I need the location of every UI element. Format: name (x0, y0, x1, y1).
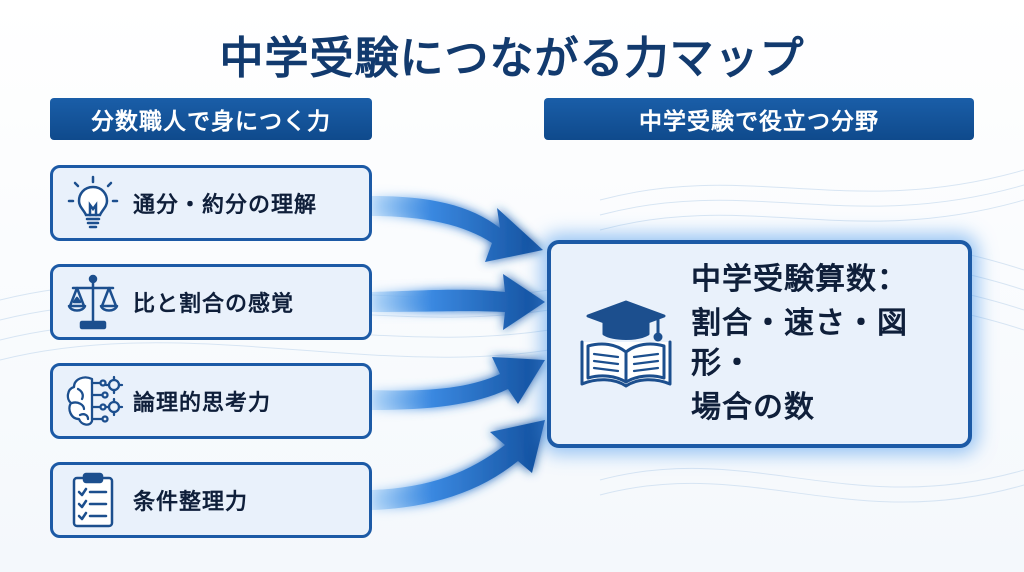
skill-label: 条件整理力 (133, 490, 249, 515)
target-line-1: 中学受験算数： (691, 262, 908, 297)
brain-gear-icon (53, 365, 133, 437)
arrow-2 (372, 274, 545, 330)
lightbulb-icon (53, 167, 133, 239)
skill-label: 論理的思考力 (133, 391, 272, 416)
skill-box-fraction: 通分・約分の理解 (50, 165, 372, 241)
arrow-3 (372, 357, 545, 410)
arrow-1 (372, 196, 543, 262)
target-line-3: 場合の数 (691, 390, 815, 425)
target-text: 中学受験算数： 割合・速さ・図形・ 場合の数 (691, 260, 968, 428)
balance-scale-icon (53, 266, 133, 338)
left-column-header: 分数職人で身につく力 (50, 98, 372, 140)
target-box: 中学受験算数： 割合・速さ・図形・ 場合の数 (547, 240, 972, 448)
skill-label: 比と割合の感覚 (133, 292, 295, 317)
skill-label: 通分・約分の理解 (133, 193, 318, 218)
page-title: 中学受験につながる力マップ (219, 33, 805, 84)
skill-box-organize: 条件整理力 (50, 462, 372, 538)
skill-box-logic: 論理的思考力 (50, 363, 372, 439)
right-column-header: 中学受験で役立つ分野 (544, 98, 974, 140)
clipboard-checklist-icon (53, 464, 133, 536)
graduation-cap-book-icon (561, 274, 691, 414)
arrow-4 (372, 420, 545, 510)
skill-box-ratio: 比と割合の感覚 (50, 264, 372, 340)
target-line-2: 割合・速さ・図形・ (691, 306, 908, 381)
